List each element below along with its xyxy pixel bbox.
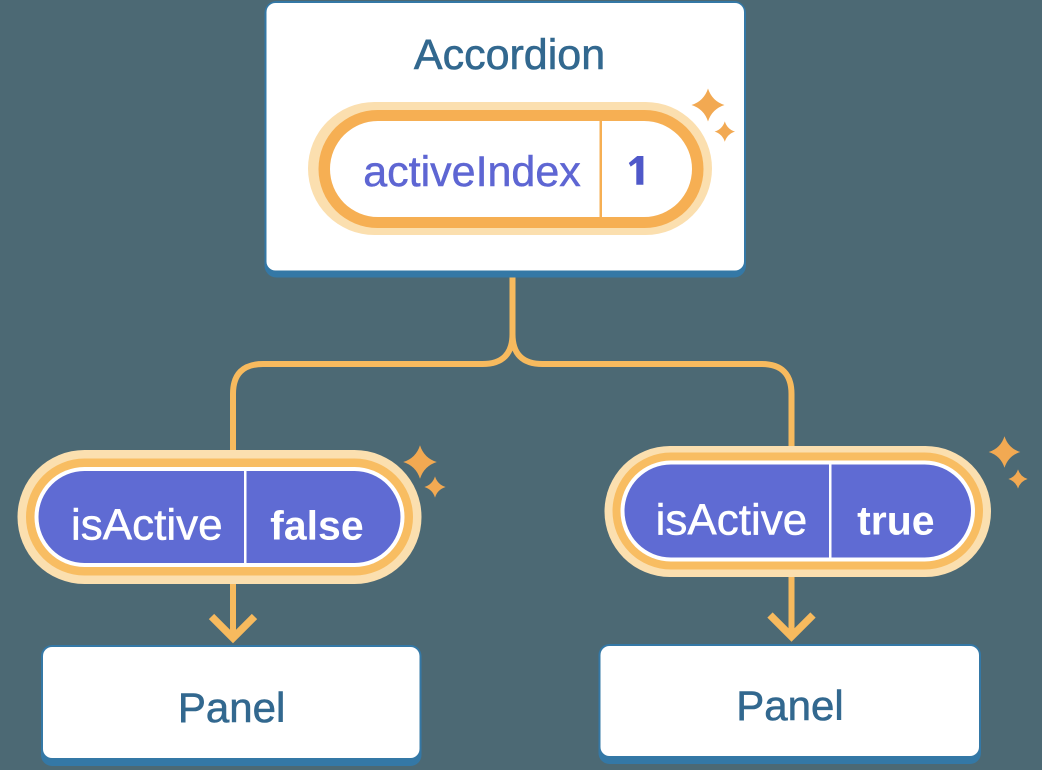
svg-text:false: false — [270, 503, 363, 549]
svg-text:isActive: isActive — [656, 496, 808, 545]
svg-text:activeIndex: activeIndex — [363, 148, 581, 196]
svg-text:isActive: isActive — [71, 501, 223, 550]
svg-text:Panel: Panel — [736, 682, 843, 729]
svg-text:Accordion: Accordion — [414, 31, 605, 79]
svg-text:true: true — [857, 498, 934, 544]
svg-text:Panel: Panel — [178, 684, 285, 731]
